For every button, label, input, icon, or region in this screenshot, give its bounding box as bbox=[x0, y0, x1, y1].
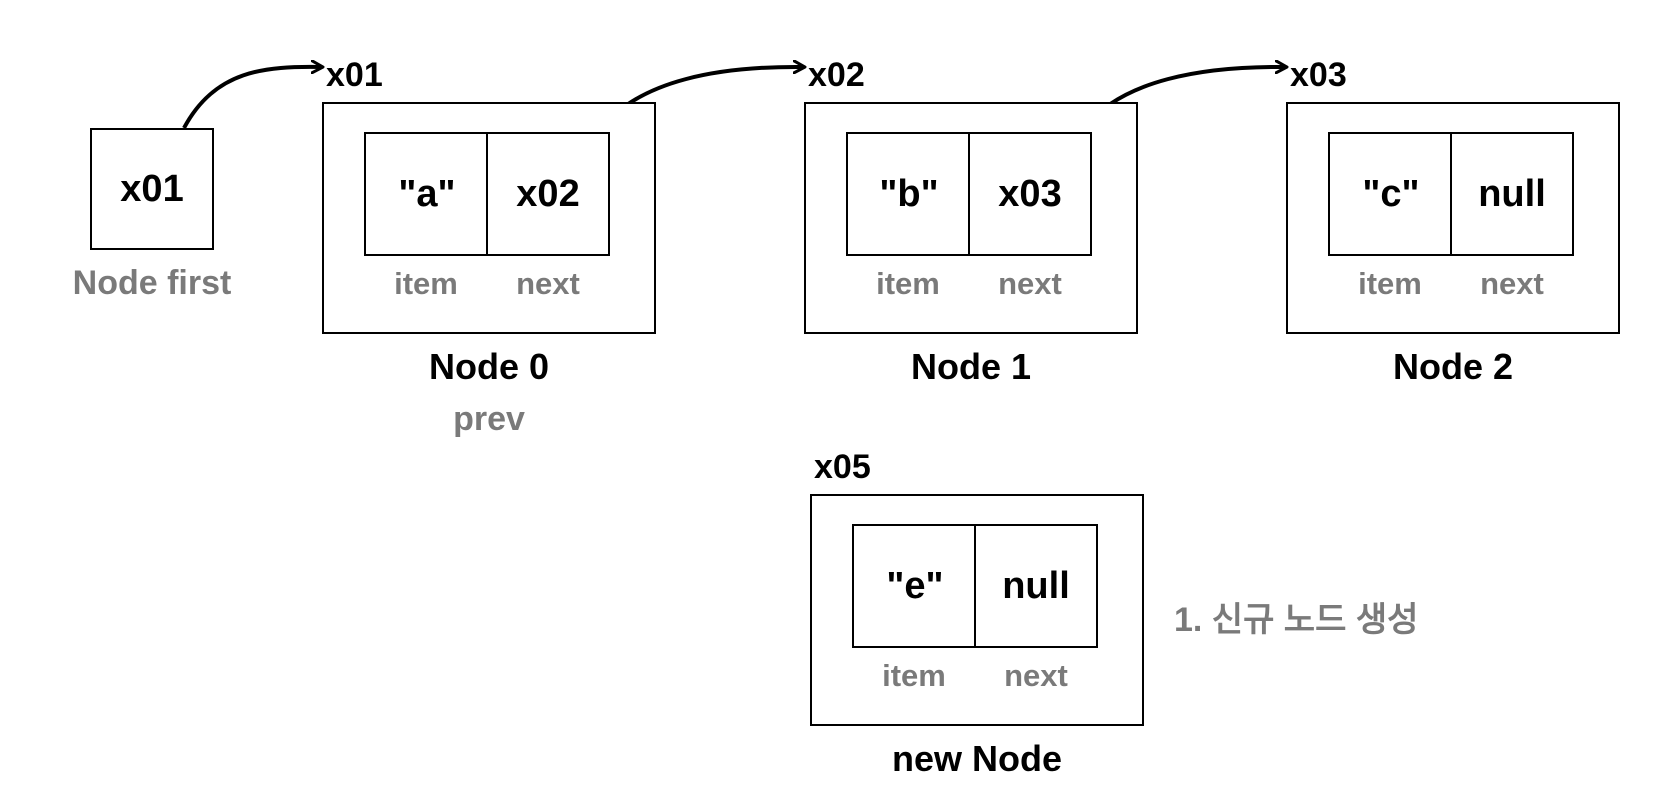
node0-next-cell: x02 bbox=[486, 132, 610, 256]
node2-item-cell: "c" bbox=[1328, 132, 1452, 256]
node2-item-label: item bbox=[1358, 266, 1422, 301]
node0-prev-label: prev bbox=[453, 400, 525, 438]
node0-item-label: item bbox=[394, 266, 458, 301]
new-node-box: "e" null item next bbox=[810, 494, 1144, 726]
node2-next-value: null bbox=[1478, 172, 1546, 215]
new-node-item-value: "e" bbox=[886, 564, 944, 607]
new-node-next-cell: null bbox=[974, 524, 1098, 648]
step-note: 1. 신규 노드 생성 bbox=[1174, 601, 1419, 639]
first-pointer-value: x01 bbox=[120, 167, 184, 210]
node0-item-value: "a" bbox=[398, 172, 456, 215]
new-node-item-label: item bbox=[882, 658, 946, 693]
new-node-next-value: null bbox=[1002, 564, 1070, 607]
node0-next-label: next bbox=[516, 266, 580, 301]
new-node-next-label: next bbox=[1004, 658, 1068, 693]
new-node-title: new Node bbox=[891, 738, 1062, 779]
node1-box: "b" x03 item next bbox=[804, 102, 1138, 334]
node2-address: x03 bbox=[1290, 56, 1347, 94]
first-pointer-box: x01 bbox=[90, 128, 214, 250]
new-node-item-cell: "e" bbox=[852, 524, 976, 648]
node1-address: x02 bbox=[808, 56, 865, 94]
node0-next-value: x02 bbox=[516, 172, 580, 215]
node1-item-value: "b" bbox=[879, 172, 939, 215]
node1-item-cell: "b" bbox=[846, 132, 970, 256]
node2-next-cell: null bbox=[1450, 132, 1574, 256]
node2-item-value: "c" bbox=[1362, 172, 1420, 215]
node1-next-value: x03 bbox=[998, 172, 1062, 215]
node2-next-label: next bbox=[1480, 266, 1544, 301]
node0-title: Node 0 bbox=[428, 346, 550, 387]
node2-title: Node 2 bbox=[1392, 346, 1514, 387]
node1-next-cell: x03 bbox=[968, 132, 1092, 256]
node1-next-label: next bbox=[998, 266, 1062, 301]
node0-address: x01 bbox=[326, 56, 383, 94]
node0-item-cell: "a" bbox=[364, 132, 488, 256]
node1-item-label: item bbox=[876, 266, 940, 301]
node1-title: Node 1 bbox=[910, 346, 1032, 387]
arrow-first-to-node0 bbox=[182, 67, 322, 129]
node2-box: "c" null item next bbox=[1286, 102, 1620, 334]
first-pointer-label: Node first bbox=[72, 264, 232, 302]
new-node-address: x05 bbox=[814, 448, 871, 486]
node0-box: "a" x02 item next bbox=[322, 102, 656, 334]
